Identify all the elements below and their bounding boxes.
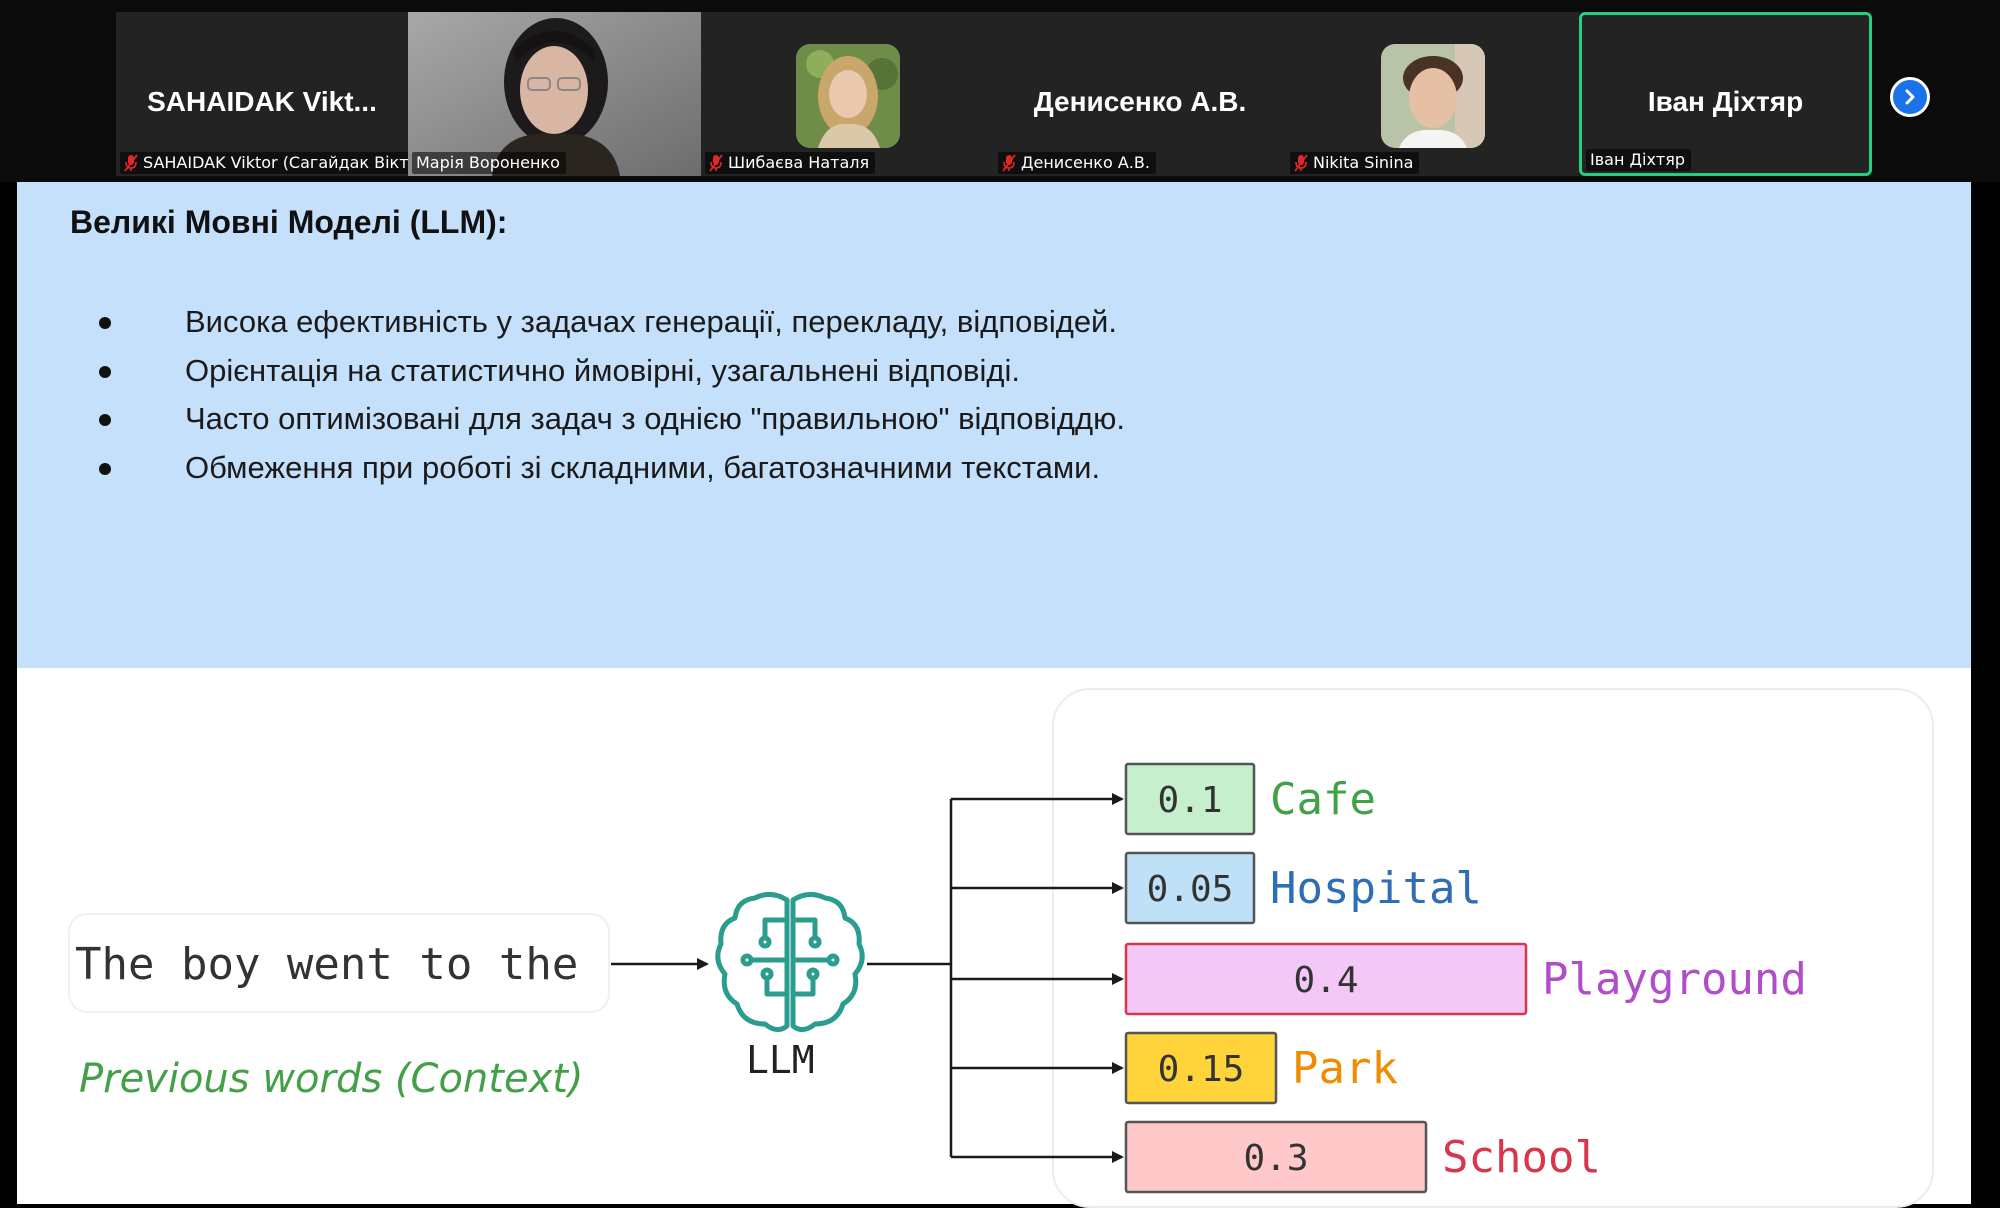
mic-muted-icon [1002, 154, 1016, 172]
mic-muted-icon [124, 154, 138, 172]
participant-tile-sahaidak[interactable]: SAHAIDAK Vikt... SAHAIDAK Viktor (Сагайд… [116, 12, 408, 176]
participant-name-tag: Nikita Sinina [1290, 152, 1420, 174]
participant-tile-dikhtiar[interactable]: Іван Діхтяр Іван Діхтяр [1579, 12, 1872, 176]
participant-tile-sinina[interactable]: Nikita Sinina [1286, 12, 1579, 176]
candidate-word: School [1442, 1132, 1601, 1183]
probability-value: 0.05 [1147, 869, 1234, 910]
bullet-item: Орієнтація на статистично ймовірні, узаг… [97, 347, 1125, 396]
probability-bar [1124, 851, 1256, 925]
model-label: LLM [746, 1038, 815, 1082]
probability-bar [1124, 762, 1256, 836]
participant-display-name: SAHAIDAK Vikt... [147, 86, 377, 117]
probability-value: 0.3 [1243, 1138, 1308, 1179]
avatar [796, 44, 900, 148]
participant-name-tag: Денисенко А.В. [998, 152, 1156, 174]
mic-muted-icon [709, 154, 723, 172]
participant-name-tag: Шибаєва Наталя [705, 152, 876, 174]
participant-name-tag: Іван Діхтяр [1586, 149, 1692, 171]
participant-tile-shybaeva[interactable]: Шибаєва Наталя [701, 12, 994, 176]
candidate-word: Playground [1542, 954, 1807, 1005]
participant-tile-video[interactable]: Марія Вороненко [408, 12, 701, 176]
candidate-word: Park [1292, 1043, 1398, 1094]
probability-bar [1124, 1120, 1428, 1194]
llm-diagram: The boy went to the Previous words (Cont… [68, 762, 1807, 1194]
video-strip: SAHAIDAK Vikt... SAHAIDAK Viktor (Сагайд… [0, 0, 2000, 182]
candidate-word: Cafe [1270, 774, 1376, 825]
candidate-word: Hospital [1270, 863, 1482, 914]
context-label: Previous words (Context) [79, 1056, 584, 1102]
probability-bar [1124, 942, 1528, 1016]
probability-value: 0.1 [1157, 780, 1222, 821]
bullet-item: Висока ефективність у задачах генерації,… [97, 298, 1125, 347]
avatar [1381, 44, 1485, 148]
mic-muted-icon [1294, 154, 1308, 172]
slide-text-panel: Великі Мовні Моделі (LLM): Висока ефекти… [17, 182, 1971, 668]
input-text: The boy went to the [75, 939, 578, 990]
bullet-list: Висока ефективність у задачах генерації,… [97, 298, 1125, 492]
slide-title: Великі Мовні Моделі (LLM): [70, 204, 508, 240]
bullet-item: Часто оптимізовані для задач з однією "п… [97, 395, 1125, 444]
input-text-box [68, 913, 610, 1013]
participant-name-tag: SAHAIDAK Viktor (Сагайдак Віктор) [120, 152, 408, 174]
brain-circuit-icon [715, 892, 865, 1032]
participant-tile-denysenko[interactable]: Денисенко А.В. Денисенко А.В. [994, 12, 1286, 176]
bullet-item: Обмеження при роботі зі складними, багат… [97, 444, 1125, 493]
participant-display-name: Іван Діхтяр [1647, 86, 1804, 117]
next-participants-button[interactable] [1890, 77, 1930, 117]
probability-bar [1124, 1031, 1278, 1105]
probability-value: 0.4 [1293, 960, 1358, 1001]
probability-value: 0.15 [1158, 1049, 1245, 1090]
participant-name-tag: Марія Вороненко [412, 152, 566, 174]
shared-slide: Великі Мовні Моделі (LLM): Висока ефекти… [17, 182, 1971, 1208]
chevron-right-icon [1905, 89, 1915, 105]
participant-display-name: Денисенко А.В. [1033, 86, 1247, 117]
